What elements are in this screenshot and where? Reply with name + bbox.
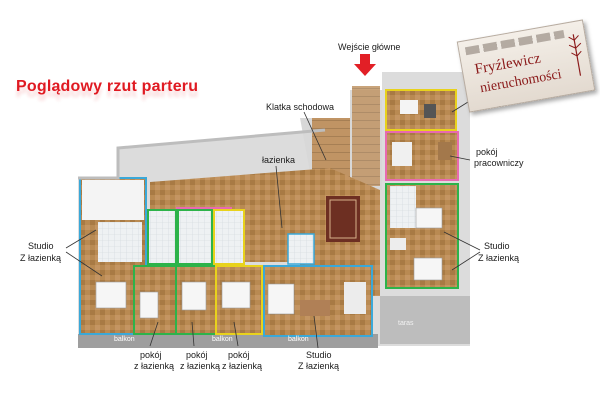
- studio-right-label-line2: Z łazienką: [478, 253, 520, 263]
- room-c-label-line2: z łazienką: [222, 361, 263, 371]
- shared-bathroom: [287, 233, 315, 265]
- terrace-area: [380, 296, 470, 344]
- rug: [326, 196, 360, 242]
- studio-right: [385, 183, 459, 289]
- balcony-label-3: balkon: [288, 336, 309, 343]
- room-c: [213, 209, 263, 335]
- entrance-arrow: [354, 54, 376, 76]
- studio-bottom-label-line1: Studio: [306, 350, 332, 360]
- studio-bottom: [263, 265, 373, 337]
- studio-bottom-label-line2: Z łazienką: [298, 361, 340, 371]
- bathroom-label: łazienka: [262, 155, 296, 165]
- room-b-label-line2: z łazienką: [180, 361, 221, 371]
- crest-icon: [568, 34, 582, 76]
- company-logo: Fryźlewicz nieruchomości: [456, 19, 596, 113]
- staircase-label: Klatka schodowa: [266, 102, 335, 112]
- balcony-label-2: balkon: [212, 336, 233, 343]
- studio-left-label-line2: Z łazienką: [20, 253, 62, 263]
- room-c-label-line1: pokój: [228, 350, 250, 360]
- studio-right-label-line1: Studio: [484, 241, 510, 251]
- corridor: [150, 168, 380, 296]
- room-a-label-line2: z łazienką: [134, 361, 175, 371]
- room-a-label-line1: pokój: [140, 350, 162, 360]
- reception-room: [385, 89, 457, 131]
- entrance-label: Wejście główne: [338, 42, 401, 52]
- room-b-label-line1: pokój: [186, 350, 208, 360]
- staff-room-label-line2: pracowniczy: [474, 158, 524, 168]
- terrace-label: taras: [398, 320, 414, 327]
- page-title: Poglądowy rzut parteru: [16, 78, 199, 95]
- leader-lines: [65, 101, 481, 349]
- studio-left-label-line1: Studio: [28, 241, 54, 251]
- staircase: [300, 86, 382, 190]
- staff-room-label-line1: pokój: [476, 147, 498, 157]
- balcony-label-1: balkon: [114, 336, 135, 343]
- outer-walls: [78, 128, 326, 180]
- staff-room: [385, 131, 459, 181]
- room-b: [175, 209, 217, 335]
- room-a: [133, 209, 177, 335]
